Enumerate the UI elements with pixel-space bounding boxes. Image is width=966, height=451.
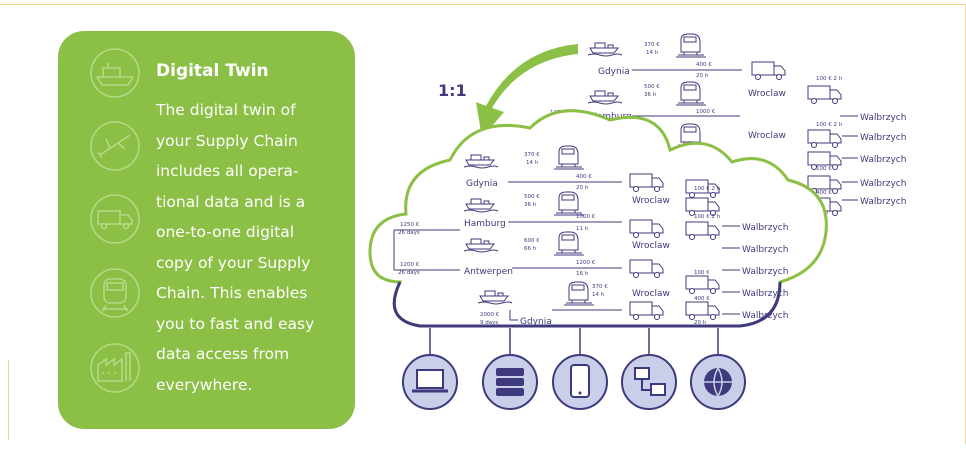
ocean-time-3: 9 days — [480, 320, 498, 326]
bg-rail-time: 20 h — [696, 73, 709, 79]
ocean-time-1: 26 days — [398, 230, 420, 236]
frame-top-border — [0, 4, 966, 5]
smartphone-icon — [552, 354, 608, 410]
bg-sea-time-2: 36 h — [644, 92, 657, 98]
card-line: The digital twin of — [156, 101, 296, 119]
twin-arrow-icon — [476, 44, 578, 138]
ocean-cost-3: 2000 € — [480, 312, 500, 318]
device-row — [402, 354, 746, 410]
card-line: tional data and is a — [156, 192, 306, 211]
bg-rail-cost: 400 € — [696, 62, 712, 68]
road-cost-2: 100 € 2 h — [694, 214, 721, 220]
sea-cost-2: 500 € — [524, 194, 540, 200]
ratio-label: 1:1 — [438, 81, 467, 100]
supply-chain-diagram: 370 € 14 h Gdynia 400 € 20 h 500 € 36 h … — [368, 33, 906, 410]
network-icon — [621, 354, 677, 410]
digital-twin-card: Digital Twin The digital twin of your Su… — [58, 31, 355, 429]
server-icon — [482, 354, 538, 410]
bg-road-cost-2: 100 € 2 h — [816, 122, 843, 128]
bg-sea-time: 14 h — [646, 50, 659, 56]
city-gdynia-2: Gdynia — [520, 317, 552, 327]
card-description: The digital twin of your Supply Chain in… — [156, 95, 346, 400]
city-wroclaw-1: Wroclaw — [632, 196, 670, 206]
train-icon — [90, 268, 140, 318]
city-antwerpen: Antwerpen — [464, 267, 513, 277]
sea-cost-4: 370 € — [592, 284, 608, 290]
bg-city-walbrzych-5: Walbrzych — [860, 197, 906, 207]
ship-icon — [90, 48, 140, 98]
bg-rail-cost-2: 1000 € — [696, 109, 716, 115]
card-title: Digital Twin — [156, 61, 269, 81]
device-connectors — [429, 328, 719, 354]
truck-icon — [90, 194, 140, 244]
cloud-base — [392, 281, 782, 328]
road-cost-4: 400 € — [694, 296, 710, 302]
road-cost-1: 100 € 2 h — [694, 186, 721, 192]
card-line: includes all opera- — [156, 162, 299, 180]
city-walbrzych-3: Walbrzych — [742, 267, 788, 277]
plane-icon — [90, 121, 140, 171]
bg-city-walbrzych: Walbrzych — [860, 113, 906, 123]
sea-cost-1: 370 € — [524, 152, 540, 158]
city-wroclaw-3: Wroclaw — [632, 289, 670, 299]
city-wroclaw-2: Wroclaw — [632, 241, 670, 251]
sea-time-2: 36 h — [524, 202, 537, 208]
rail-time-3: 16 h — [576, 271, 589, 277]
bg-city-walbrzych-4: Walbrzych — [860, 179, 906, 189]
bg-sea-cost-2: 500 € — [644, 84, 660, 90]
globe-icon — [690, 354, 746, 410]
city-walbrzych-1: Walbrzych — [742, 223, 788, 233]
bg-city-hamburg: Hamburg — [590, 112, 632, 122]
city-walbrzych-4: Walbrzych — [742, 289, 788, 299]
road-time-4: 20 h — [694, 320, 707, 326]
rail-time-1: 20 h — [576, 185, 589, 191]
city-walbrzych-2: Walbrzych — [742, 245, 788, 255]
rail-time-2: 11 h — [576, 226, 589, 232]
bg-city-walbrzych-2: Walbrzych — [860, 133, 906, 143]
ocean-cost-2: 1200 € — [400, 262, 420, 268]
ocean-cost-1: 1250 € — [400, 222, 420, 228]
card-line: Chain. This enables — [156, 284, 308, 302]
card-line: everywhere. — [156, 375, 253, 394]
ocean-time-2: 26 days — [398, 270, 420, 276]
factory-icon — [90, 343, 140, 393]
sea-cost-3: 600 € — [524, 238, 540, 244]
card-line: you to fast and easy — [156, 314, 315, 333]
card-line: your Supply Chain — [156, 131, 298, 150]
bg-road-cost: 100 € 2 h — [816, 76, 843, 82]
bg-city-walbrzych-3: Walbrzych — [860, 155, 906, 165]
bg-sea-cost: 370 € — [644, 42, 660, 48]
frame-left-border — [8, 360, 9, 440]
sea-time-4: 14 h — [592, 292, 605, 298]
card-line: copy of your Supply — [156, 253, 311, 272]
city-hamburg: Hamburg — [464, 219, 506, 229]
sea-time-3: 66 h — [524, 246, 537, 252]
bg-city-gdynia: Gdynia — [598, 67, 630, 77]
bg-city-wroclaw: Wroclaw — [748, 89, 786, 99]
city-walbrzych-5: Walbrzych — [742, 311, 788, 321]
road-cost-3: 100 € — [694, 270, 710, 276]
card-icon-column — [90, 48, 140, 393]
bg-road-cost-4: 400 € — [816, 190, 832, 196]
city-gdynia: Gdynia — [466, 179, 498, 189]
card-line: one-to-one digital — [156, 223, 295, 241]
sea-time-1: 14 h — [526, 160, 539, 166]
bg-road-cost-3: 100 € — [816, 166, 832, 172]
rail-cost-1: 400 € — [576, 174, 592, 180]
card-line: data access from — [156, 345, 290, 363]
laptop-icon — [402, 354, 458, 410]
rail-cost-3: 1200 € — [576, 260, 596, 266]
bg-city-wroclaw-2: Wroclaw — [748, 131, 786, 141]
cloud-supply-chain: 370 € 14 h Gdynia 400 € 20 h 100 € 2 h 5… — [393, 145, 788, 327]
rail-cost-2: 1000 € — [576, 214, 596, 220]
